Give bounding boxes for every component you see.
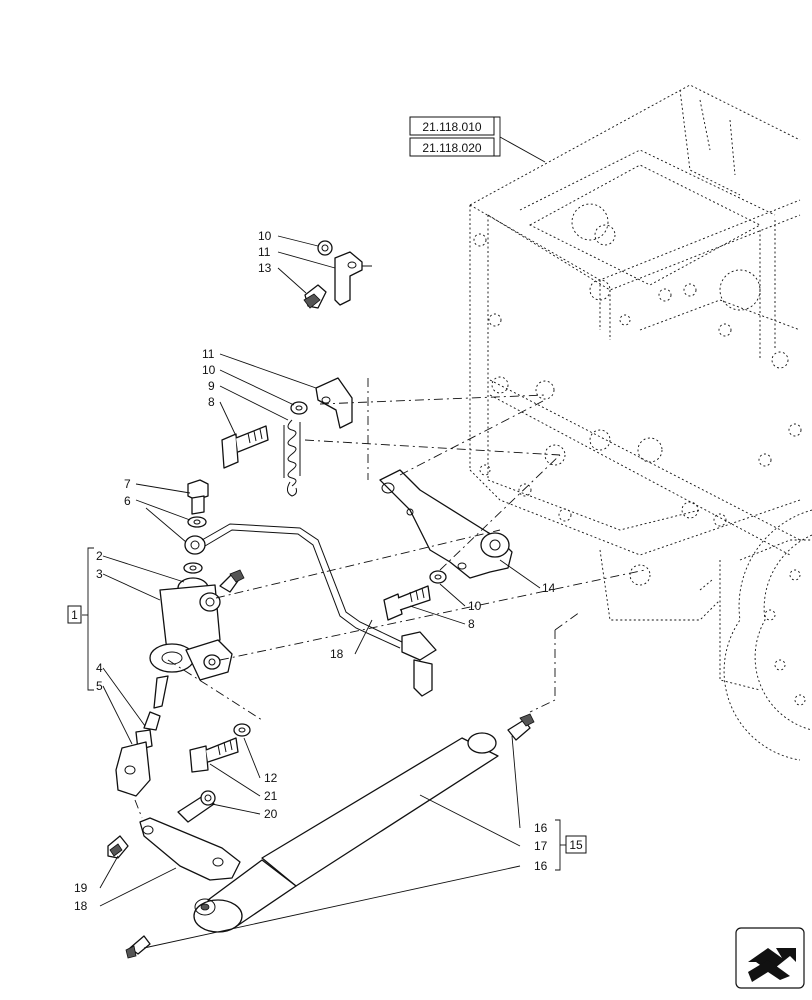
leader-lines — [82, 235, 568, 949]
callout-19[interactable]: 19 — [74, 881, 88, 895]
callout-16-a[interactable]: 16 — [534, 821, 548, 835]
callout-10-low[interactable]: 10 — [468, 599, 482, 613]
top-bracket-assembly — [303, 240, 372, 309]
reference-boxes: 21.118.010 21.118.020 — [409, 116, 546, 163]
clutch-shaft-assembly — [107, 713, 535, 959]
navigation-arrow-icon[interactable] — [735, 927, 805, 989]
callout-2[interactable]: 2 — [96, 549, 103, 563]
clevis-assembly — [115, 711, 161, 797]
spring-bracket-assembly — [221, 377, 369, 497]
callout-1[interactable]: 1 — [71, 608, 78, 622]
reference-21-118-010[interactable]: 21.118.010 — [422, 120, 481, 134]
assembly-lines — [134, 394, 646, 819]
callout-17[interactable]: 17 — [534, 839, 548, 853]
callout-15[interactable]: 15 — [569, 838, 583, 852]
callout-11-mid[interactable]: 11 — [202, 347, 215, 361]
callout-18-lever[interactable]: 18 — [74, 899, 88, 913]
callout-14[interactable]: 14 — [542, 581, 556, 595]
callout-labels: 10 11 13 11 10 9 8 7 6 2 3 1 4 5 18 14 1… — [67, 229, 587, 913]
callout-16-b[interactable]: 16 — [534, 859, 548, 873]
callout-9[interactable]: 9 — [208, 379, 215, 393]
callout-11-top[interactable]: 11 — [258, 245, 271, 259]
bolt-washer-lower — [189, 723, 251, 773]
callout-20[interactable]: 20 — [264, 807, 278, 821]
callout-21[interactable]: 21 — [264, 789, 278, 803]
banjo-bolt-assembly — [183, 479, 209, 574]
callout-4[interactable]: 4 — [96, 661, 103, 675]
callout-8-low[interactable]: 8 — [468, 617, 475, 631]
hydraulic-pipe — [201, 523, 437, 697]
callout-10-top[interactable]: 10 — [258, 229, 272, 243]
link-plate-assembly — [379, 469, 513, 621]
callout-3[interactable]: 3 — [96, 567, 103, 581]
callout-6[interactable]: 6 — [124, 494, 131, 508]
callout-18-pipe[interactable]: 18 — [330, 647, 344, 661]
clevis-pin — [177, 790, 216, 823]
callout-5[interactable]: 5 — [96, 679, 103, 693]
transmission-housing — [469, 84, 812, 761]
callout-10-mid[interactable]: 10 — [202, 363, 216, 377]
reference-21-118-020[interactable]: 21.118.020 — [422, 141, 481, 155]
callout-12[interactable]: 12 — [264, 771, 278, 785]
callout-8-mid[interactable]: 8 — [208, 395, 215, 409]
callout-13[interactable]: 13 — [258, 261, 272, 275]
callout-7[interactable]: 7 — [124, 477, 131, 491]
slave-cylinder — [149, 569, 245, 709]
